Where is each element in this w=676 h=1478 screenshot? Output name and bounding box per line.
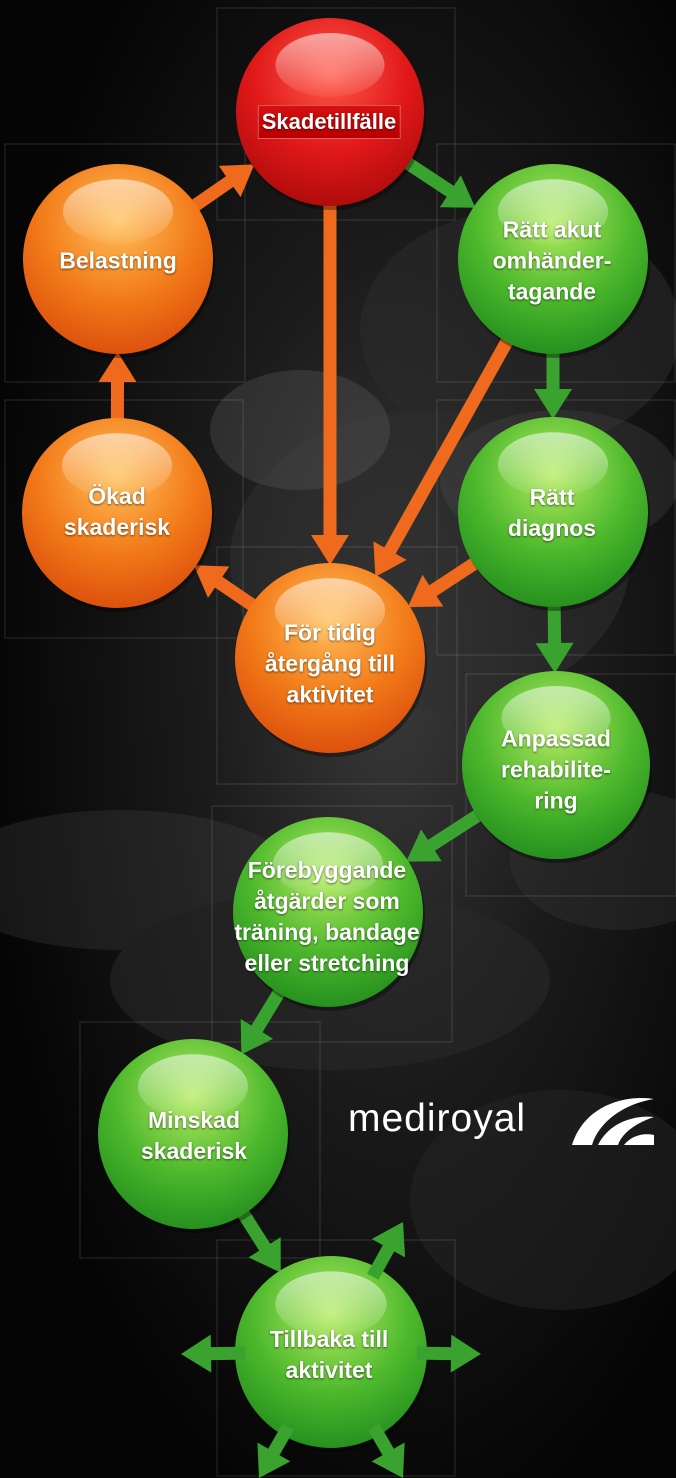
node-label-anpassad-rehab: Anpassad rehabilite- ring [501,724,611,817]
node-label-ratt-diagnos: Rätt diagnos [508,482,596,544]
node-label-skadetillfalle: Skadetillfälle [258,105,401,139]
mediroyal-logo: mediroyal [348,1093,658,1153]
node-label-belastning: Belastning [59,246,177,277]
node-label-for-tidig: För tidig återgång till aktivitet [265,618,395,711]
node-label-tillbaka: Tillbaka till aktivitet [270,1324,388,1386]
node-label-minskad-skaderisk: Minskad skaderisk [141,1105,247,1167]
node-label-ratt-akut: Rätt akut omhänder- tagande [493,215,612,308]
node-label-forebyggande: Förebyggande åtgärder som träning, banda… [234,855,419,979]
logo-mark-icon [566,1093,658,1151]
node-label-okad-skaderisk: Ökad skaderisk [64,481,170,543]
logo-text: mediroyal [348,1097,526,1141]
